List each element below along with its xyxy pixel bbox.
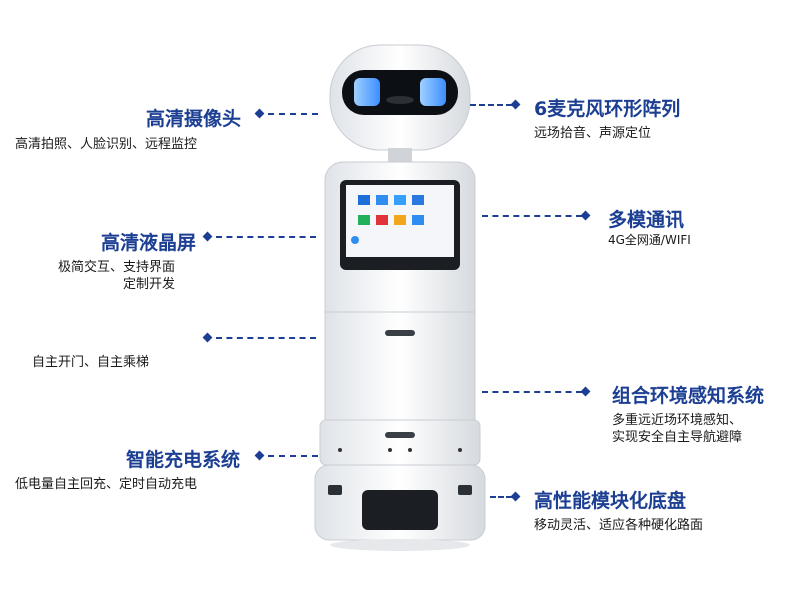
robot-sensor-band bbox=[319, 419, 481, 466]
camera-leader-dot bbox=[254, 108, 265, 119]
feature-mic-title: 6麦克风环形阵列 bbox=[534, 98, 681, 120]
feature-lcd-desc-line2: 定制开发 bbox=[122, 277, 175, 292]
feature-sensing-desc: 多重远近场环境感知、 实现安全自主导航避障 bbox=[612, 412, 742, 446]
feature-charging-desc: 低电量自主回充、定时自动充电 bbox=[15, 477, 198, 492]
feature-chassis-desc: 移动灵活、适应各种硬化路面 bbox=[534, 518, 704, 533]
right-eye bbox=[420, 78, 446, 106]
feature-lcd-desc: 极简交互、支持界面 定制开发 bbox=[15, 259, 175, 293]
feature-comms-desc: 4G全网通/WIFI bbox=[608, 233, 691, 247]
charging-leader-dot bbox=[254, 450, 265, 461]
feature-sensing-desc-line2: 实现安全自主导航避障 bbox=[612, 430, 743, 445]
feature-charging-title: 智能充电系统 bbox=[125, 449, 240, 471]
doors-leader-dot bbox=[202, 332, 213, 343]
feature-lcd-desc-line1: 极简交互、支持界面 bbox=[57, 260, 175, 275]
sensing-leader-line bbox=[482, 391, 582, 393]
compartment-handle bbox=[385, 330, 415, 336]
feature-camera-desc: 高清拍照、人脸识别、远程监控 bbox=[15, 137, 198, 152]
sensing-leader-dot bbox=[580, 386, 591, 397]
left-eye bbox=[354, 78, 380, 106]
feature-camera-title: 高清摄像头 bbox=[145, 108, 241, 130]
comms-leader-dot bbox=[580, 210, 591, 221]
chassis-leader-dot bbox=[510, 491, 521, 502]
charging-leader-line bbox=[268, 455, 318, 457]
feature-sensing-desc-line1: 多重远近场环境感知、 bbox=[612, 413, 743, 428]
camera-leader-line bbox=[268, 113, 318, 115]
feature-lcd-title: 高清液晶屏 bbox=[100, 232, 196, 254]
mic-leader-dot bbox=[510, 99, 521, 110]
comms-leader-line bbox=[482, 215, 582, 217]
lcd-leader-dot bbox=[202, 231, 213, 242]
doors-leader-line bbox=[216, 337, 316, 339]
feature-comms-title: 多模通讯 bbox=[608, 209, 685, 231]
robot-image bbox=[314, 44, 486, 551]
robot-neck bbox=[388, 148, 412, 164]
feature-mic-desc: 远场拾音、声源定位 bbox=[534, 126, 652, 141]
chassis-leader-line bbox=[490, 496, 512, 498]
feature-doors-desc: 自主开门、自主乘梯 bbox=[32, 355, 150, 370]
feature-chassis-title: 高性能模块化底盘 bbox=[534, 490, 687, 512]
feature-sensing-title: 组合环境感知系统 bbox=[612, 385, 765, 407]
lcd-leader-line bbox=[216, 236, 316, 238]
chassis-vent bbox=[362, 490, 438, 530]
mic-leader-line bbox=[470, 104, 512, 106]
